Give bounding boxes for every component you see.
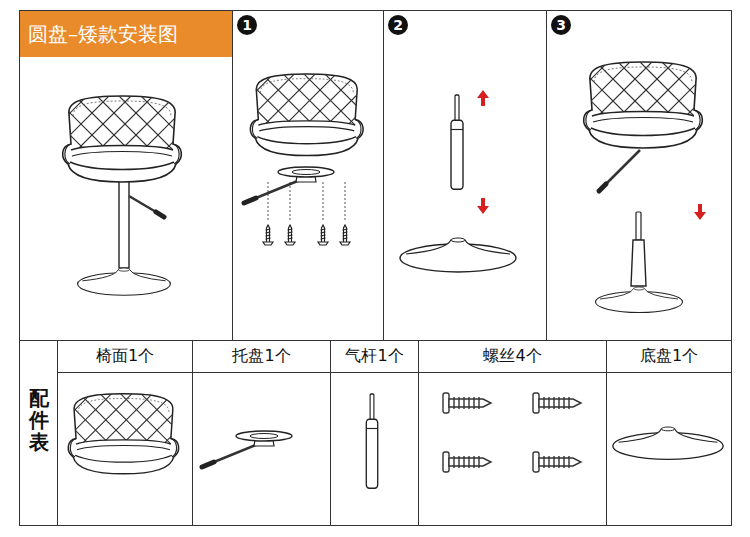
table-header: 气杆1个 [345, 346, 403, 367]
step-panel: 1 [232, 10, 383, 340]
step2-illustration [400, 90, 516, 272]
assembled-chair [7, 94, 221, 295]
title-text: 圆盘–矮款安装图 [28, 21, 178, 48]
column-header-cell: 底盘1个 [607, 341, 731, 372]
step-number: 1 [237, 15, 257, 35]
parts-illustrations [16, 392, 723, 488]
step1-illustration [198, 72, 401, 245]
column-header-cell: 椅面1个 [58, 341, 192, 372]
row-header-cell: 配件表 [20, 373, 57, 525]
step3-illustration [528, 60, 742, 313]
step-number: 3 [551, 15, 571, 35]
column-header-cell: 螺丝4个 [419, 341, 606, 372]
table-header: 螺丝4个 [483, 346, 541, 367]
table-header: 底盘1个 [640, 346, 698, 367]
column-header-cell: 托盘1个 [193, 341, 330, 372]
step-panel: 2 [383, 10, 546, 340]
table-header: 椅面1个 [96, 346, 154, 367]
title-banner: 圆盘–矮款安装图 [20, 11, 232, 57]
step-panel: 3 [546, 10, 731, 340]
table-header: 托盘1个 [232, 346, 290, 367]
table-row-header: 配件表 [29, 387, 49, 453]
step-number: 2 [388, 15, 408, 35]
column-header-cell: 气杆1个 [331, 341, 418, 372]
